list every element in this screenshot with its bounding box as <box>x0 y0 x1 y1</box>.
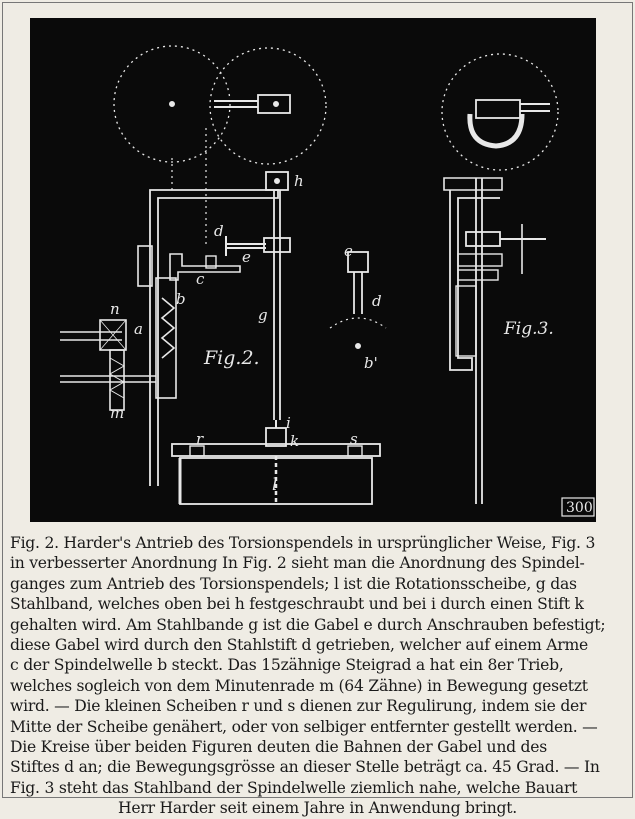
spindle-b <box>155 277 177 399</box>
regulator-r <box>189 445 205 457</box>
caption-line: welches sogleich von dem Minutenrade m (… <box>10 676 588 695</box>
fork-top-view <box>257 94 291 114</box>
label-d: d <box>214 222 224 240</box>
label-m: m <box>110 404 124 422</box>
caption-line: Fig. 2. Harder's Antrieb des Torsionspen… <box>10 534 596 552</box>
caption-line: ganges zum Antrieb des Torsionspendels; … <box>10 574 577 593</box>
caption-line: Stahlband, welches oben bei h festgeschr… <box>10 595 584 614</box>
fork-path-circle-fig3 <box>441 53 559 171</box>
label-d2: d <box>372 292 382 310</box>
label-i: i <box>286 414 291 432</box>
label-h: h <box>294 172 304 190</box>
fig3-label: Fig.3. <box>503 319 554 339</box>
caption-line: Herr Harder seit einem Jahre in Anwendun… <box>118 799 517 818</box>
caption-line: diese Gabel wird durch den Stahlstift d … <box>10 636 588 655</box>
fork-ring-fig3 <box>467 113 525 149</box>
engraving-plate: h d e c n a b g m i k r s l e d b' Fig.2… <box>30 18 596 522</box>
caption-line: c der Spindelwelle b steckt. Das 15zähni… <box>10 656 564 675</box>
figure-caption: Fig. 2. Harder's Antrieb des Torsionspen… <box>10 533 625 819</box>
fork-path-circle-left <box>113 45 231 163</box>
label-s: s <box>350 430 358 448</box>
caption-line: Stiftes d an; die Bewegungsgrösse an die… <box>10 758 600 777</box>
fig3-frame <box>449 190 500 371</box>
label-b2: b' <box>364 354 378 372</box>
label-b: b <box>176 290 186 308</box>
fig3-top-clamp <box>443 177 503 191</box>
label-c: c <box>196 270 205 288</box>
label-e2: e <box>344 242 353 260</box>
fork-path-circle-right <box>209 47 327 165</box>
label-l: l <box>272 475 277 495</box>
label-e: e <box>242 248 251 266</box>
plate-number: 300 <box>566 500 593 516</box>
label-r: r <box>196 430 204 448</box>
fig2-label: Fig.2. <box>203 347 260 369</box>
page-frame <box>2 2 633 798</box>
label-k: k <box>290 432 299 450</box>
regulator-s <box>347 445 363 457</box>
caption-line: Mitte der Scheibe genähert, oder von sel… <box>10 717 598 736</box>
caption-line: in verbesserter Anordnung In Fig. 2 sieh… <box>10 554 585 573</box>
label-a: a <box>134 320 143 338</box>
mechanism-engraving: h d e c n a b g m i k r s l e d b' Fig.2… <box>60 45 595 517</box>
label-g: g <box>258 306 268 324</box>
label-n: n <box>110 300 120 318</box>
fig2-frame <box>149 189 279 486</box>
caption-line: Die Kreise über beiden Figuren deuten di… <box>10 738 548 757</box>
caption-line: wird. — Die kleinen Scheiben r und s die… <box>10 697 587 716</box>
caption-line: Fig. 3 steht das Stahlband der Spindelwe… <box>10 778 578 797</box>
caption-line: gehalten wird. Am Stahlbande g ist die G… <box>10 615 606 634</box>
